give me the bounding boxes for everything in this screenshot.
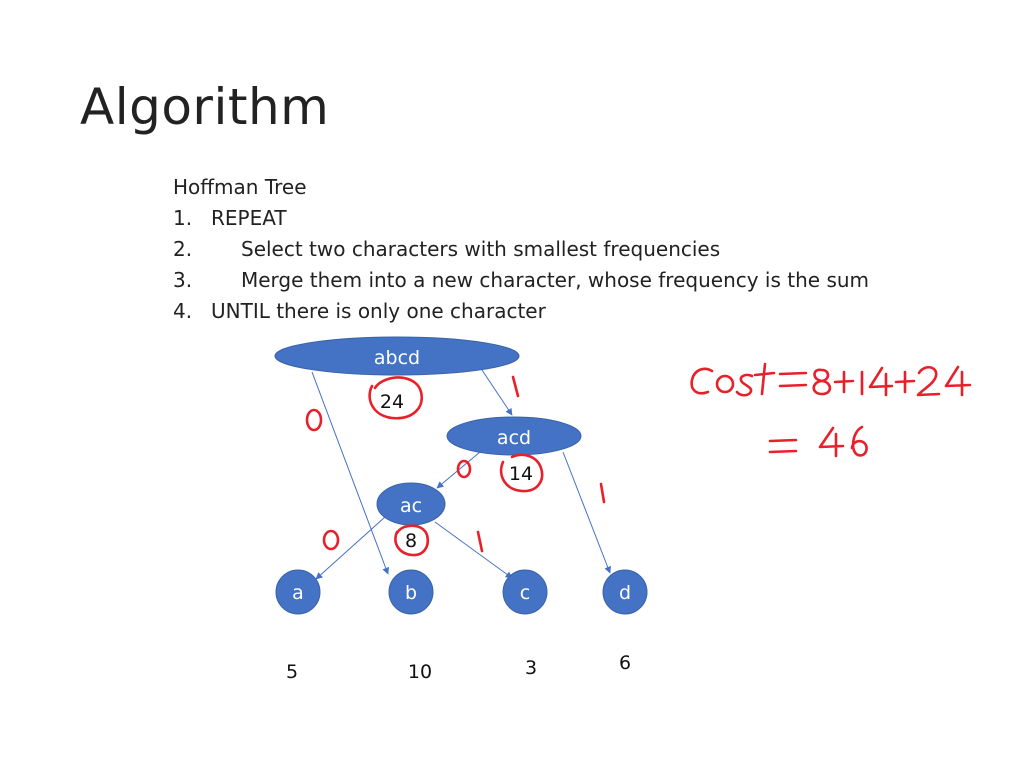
handwritten-annotations: [305, 362, 972, 557]
node-label: acd: [497, 427, 531, 449]
freq-d: 6: [619, 652, 631, 674]
tree-edges: [311, 369, 611, 580]
node-c: c: [502, 569, 548, 615]
circle-24: [368, 376, 424, 420]
step-text: Select two characters with smallest freq…: [241, 237, 721, 261]
node-acd: acd: [446, 416, 582, 456]
node-b: b: [388, 569, 434, 615]
edge-abcd-acd: [481, 369, 513, 416]
step-4: 4. UNTIL there is only one character: [173, 296, 869, 327]
step-2: 2. Select two characters with smallest fr…: [173, 234, 869, 265]
bit-1-acd-d: [599, 482, 606, 504]
step-text: Merge them into a new character, whose f…: [241, 268, 870, 292]
edge-ac-c: [434, 521, 513, 579]
node-ac: ac: [376, 482, 446, 526]
step-1: 1. REPEAT: [173, 203, 869, 234]
bit-0-abcd-b: [305, 408, 323, 432]
node-a: a: [275, 569, 321, 615]
node-abcd: abcd: [274, 336, 520, 376]
node-d: d: [602, 569, 648, 615]
node-label: d: [619, 582, 631, 604]
node-label: abcd: [374, 347, 420, 369]
step-number: 3.: [173, 268, 193, 292]
cost-equation-handwriting: [690, 362, 972, 397]
steps-heading: Hoffman Tree: [173, 175, 307, 199]
edge-ac-a: [315, 516, 386, 580]
algorithm-steps: Hoffman Tree 1. REPEAT 2. Select two chara…: [173, 172, 869, 327]
step-text: UNTIL there is only one character: [211, 299, 546, 323]
edge-acd-d: [562, 451, 611, 574]
leaf-frequencies: 5 10 3 6: [286, 652, 631, 683]
bit-0-acd-ac: [456, 459, 472, 479]
freq-ac: 8: [405, 530, 417, 552]
bit-1-abcd-acd: [511, 375, 520, 398]
step-number: 4.: [173, 299, 193, 323]
merged-frequencies: 24 14 8: [380, 391, 533, 552]
bit-0-ac-a: [322, 529, 340, 551]
step-number: 2.: [173, 237, 193, 261]
edge-abcd-b: [311, 371, 390, 575]
step-text: REPEAT: [211, 206, 287, 230]
circle-8: [394, 524, 430, 557]
freq-b: 10: [408, 661, 432, 683]
circle-14: [499, 453, 544, 493]
tree-nodes: abcd acd ac a b c d: [274, 336, 648, 615]
freq-acd: 14: [509, 463, 533, 485]
node-label: ac: [400, 495, 422, 517]
bit-1-ac-c: [476, 530, 484, 553]
node-label: b: [405, 582, 417, 604]
step-3: 3. Merge them into a new character, whose…: [173, 265, 869, 296]
freq-a: 5: [286, 661, 298, 683]
slide-title: Algorithm: [80, 78, 330, 136]
step-number: 1.: [173, 206, 193, 230]
cost-result-handwriting: [768, 425, 868, 458]
freq-abcd: 24: [380, 391, 404, 413]
node-label: a: [292, 582, 304, 604]
freq-c: 3: [525, 657, 537, 679]
node-label: c: [520, 582, 530, 604]
